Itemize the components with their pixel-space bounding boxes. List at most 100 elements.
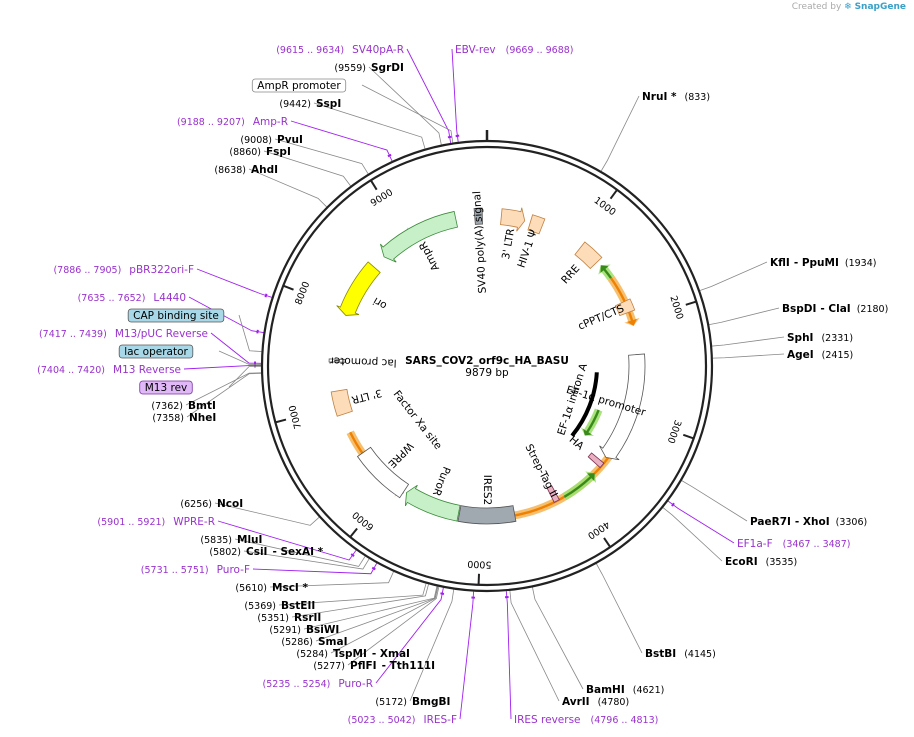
boxed-label-frame [251,78,347,93]
feature-strep[interactable] [546,485,560,503]
leader-line [532,587,584,690]
feature-ires[interactable] [457,505,517,525]
enzyme-site[interactable]: (6256)NcoI [180,498,243,510]
leader-line [210,332,262,364]
enzyme-name-2: - SexAI * [272,546,323,558]
primer[interactable]: EF1a-F(3467 .. 3487) [737,538,850,550]
enzyme-site[interactable]: (5610)MscI * [235,582,308,594]
feature-label-cppt: cPPT/CTS [576,302,626,332]
enzyme-name: BmtI [188,400,216,412]
feature-label-ltr5: 3' LTR [500,228,517,261]
feature-puro[interactable] [404,484,461,522]
feature-ampr[interactable] [380,210,458,263]
feature-ef1a[interactable] [599,353,646,461]
enzyme-site[interactable]: (7362) BmtI [151,400,215,412]
primer-position: (7635 .. 7652) [78,293,146,304]
enzyme-site[interactable]: SphI(2331) [787,332,853,344]
enzyme-site[interactable]: BamHI(4621) [586,684,664,696]
enzyme-site[interactable]: (9008)PvuI [240,134,303,146]
leader-line [699,261,768,291]
enzyme-name-2: - ClaI [820,303,850,315]
primer[interactable]: pBR322ori-F(7886 .. 7905) [53,264,194,276]
primer[interactable]: Puro-F(5731 .. 5751) [141,564,250,576]
enzyme-site[interactable]: PaeR7I- XhoI(3306) [750,516,867,528]
leader-line [196,268,272,298]
enzyme-site[interactable]: (5277)PflFI- Tth111I [313,660,435,672]
boxed-feature-label[interactable]: AmpR promoter [251,78,347,93]
intron-arc[interactable] [570,372,599,438]
enzyme-site[interactable]: (5802)CsiI- SexAI * [209,546,323,558]
enzyme-site[interactable]: (9442)SspI [279,98,341,110]
enzyme-position: (4145) [684,649,716,660]
feature-label-strep: Strep-Tag II [522,442,559,499]
enzyme-site[interactable]: AgeI(2415) [787,349,853,361]
leader-line [238,314,262,352]
primer[interactable]: WPRE-R(5901 .. 5921) [97,516,215,528]
enzyme-site[interactable]: KflI- PpuMI(1934) [770,257,876,269]
boxed-feature-label[interactable]: CAP binding site [127,308,225,323]
primer[interactable]: IRES-F(5023 .. 5042) [348,714,457,726]
primer[interactable]: SV40pA-R(9615 .. 9634) [276,44,404,56]
enzyme-name: PflFI [350,660,377,672]
enzyme-site[interactable]: (5284)TspMI- XmaI [296,648,410,660]
enzyme-site[interactable]: BspDI- ClaI(2180) [782,303,888,315]
enzyme-position: (5291) [269,625,301,636]
enzyme-position: (9008) [240,135,272,146]
enzyme-site[interactable]: EcoRI(3535) [725,556,797,568]
primer[interactable]: L4440 (7635 .. 7652) [78,292,186,304]
primer-name: L4440 [153,292,186,304]
feature-ha[interactable] [587,452,605,469]
feature-ori[interactable] [336,261,381,316]
plasmid-backbone [260,130,714,593]
enzyme-name: BsiWI [306,624,339,636]
feature-sv40pa[interactable] [473,207,483,225]
enzyme-site[interactable]: (5172)BmgBI [375,696,450,708]
leader-line [347,586,440,666]
enzyme-position: (1934) [845,258,877,269]
primer[interactable]: Puro-R(5235 .. 5254) [263,678,373,690]
leader-line [596,563,643,654]
enzyme-site[interactable]: (5351)RsrII [257,612,321,624]
enzyme-site[interactable]: AvrII(4780) [562,696,629,708]
enzyme-site[interactable]: (5369)BstEII [244,600,315,612]
enzyme-site[interactable]: (8638)AhdI [214,164,278,176]
enzyme-site[interactable]: (7358)NheI [152,412,216,424]
enzyme-site[interactable]: (5835)MluI [200,534,262,546]
feature-ltr3[interactable] [330,388,353,417]
enzyme-site[interactable]: (8860)FspI [229,146,290,158]
primer[interactable]: M13 Reverse(7404 .. 7420) [37,364,181,376]
feature-lacp[interactable] [328,358,346,363]
enzyme-site[interactable]: NruI *(833) [642,91,710,103]
feature-hiv[interactable] [527,214,546,235]
leader-line [188,296,264,333]
primer[interactable]: IRES reverse(4796 .. 4813) [514,714,658,726]
leader-line [228,366,262,388]
leader-line [274,138,369,175]
feature-wpre[interactable] [356,446,410,499]
boxed-label-text: lac operator [124,346,188,358]
enzyme-position: (7362) [151,401,183,412]
primer-name: M13 Reverse [113,364,181,376]
leader-line [361,84,454,143]
enzyme-site[interactable]: (9559)SgrDI [334,62,403,74]
primer[interactable]: Amp-R(9188 .. 9207) [177,116,288,128]
enzyme-name: TspMI [333,648,367,660]
primer[interactable]: EBV-rev(9669 .. 9688) [455,44,574,56]
enzyme-name-2: - XhoI [795,516,830,528]
enzyme-site[interactable]: (5286)SmaI [281,636,347,648]
feature-label-ltr3: 3' LTR [350,386,383,405]
tick-mark [349,527,358,538]
primer[interactable]: M13/pUC Reverse(7417 .. 7439) [39,328,208,340]
boxed-feature-label[interactable]: M13 rev [139,380,193,395]
enzyme-position: (8860) [229,147,261,158]
feature-cppt[interactable] [615,298,636,317]
enzyme-site[interactable]: BstBI(4145) [645,648,716,660]
primer-marker [371,566,376,571]
feature-ltr5[interactable] [500,207,526,232]
leader-line [214,502,320,526]
boxed-feature-label[interactable]: lac operator [118,344,194,359]
enzyme-site[interactable]: (5291) BsiWI [269,624,339,636]
feature-rre[interactable] [574,241,603,270]
leader-line [313,102,426,149]
